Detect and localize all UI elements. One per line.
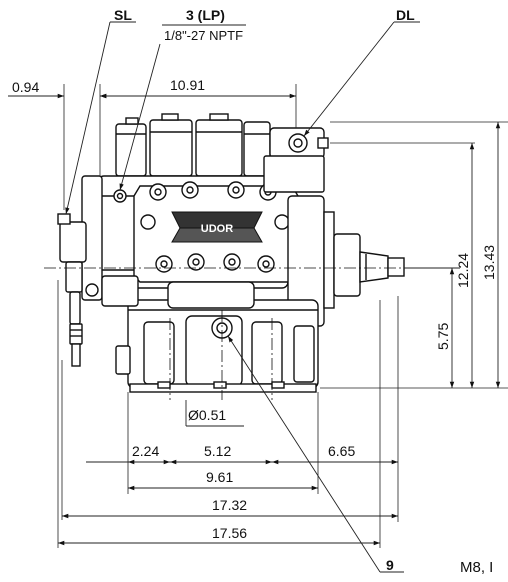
drive-shaft (359, 251, 405, 283)
dimension-values: 0.94 10.91 13.43 12.24 5.75 Ø0.51 2.24 5… (12, 77, 497, 541)
label-sl: SL (114, 7, 132, 23)
label-port-9: 9 (386, 557, 394, 573)
label-dl: DL (396, 7, 415, 23)
brand-logo-text: UDOR (201, 223, 233, 235)
brand-logo: UDOR (171, 211, 263, 243)
sl-manifold (57, 175, 103, 367)
label-npt: 1/8"-27 NPTF (164, 28, 243, 43)
mounting-foot (129, 381, 317, 393)
dim-665: 6.65 (328, 443, 355, 459)
top-valve-caps (115, 113, 271, 177)
label-m8: M8, I (460, 559, 493, 576)
dl-fitting (263, 127, 329, 193)
dim-1224: 12.24 (455, 253, 471, 288)
dim-051: Ø0.51 (188, 407, 226, 423)
dim-1091: 10.91 (170, 77, 205, 93)
dim-512: 5.12 (204, 443, 231, 459)
dim-1756: 17.56 (212, 525, 247, 541)
crankcase (115, 299, 319, 389)
leader-lines (65, 21, 420, 573)
label-lp: 3 (LP) (186, 7, 225, 23)
dim-1732: 17.32 (212, 497, 247, 513)
dim-1343: 13.43 (481, 245, 497, 280)
dim-224: 2.24 (132, 443, 159, 459)
dim-961: 9.61 (206, 469, 233, 485)
head-bolts (140, 181, 290, 273)
extension-lines (57, 84, 508, 548)
pump-body (57, 113, 405, 393)
dim-575: 5.75 (435, 323, 451, 350)
dim-094: 0.94 (12, 79, 39, 95)
labels: SL 3 (LP) 1/8"-27 NPTF DL 9 M8, I (114, 7, 493, 576)
dimension-lines (8, 93, 501, 546)
center-lines (44, 267, 410, 400)
